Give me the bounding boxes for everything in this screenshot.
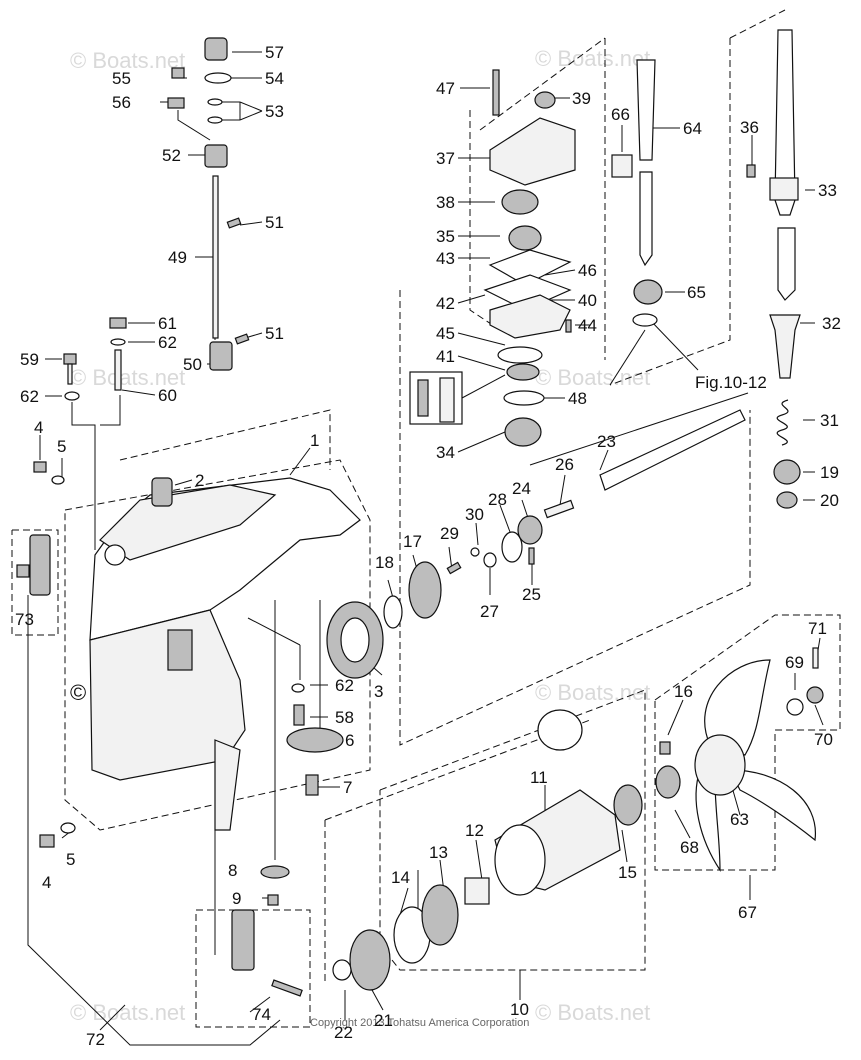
callout-70: 70 — [814, 730, 833, 749]
callout-7: 7 — [343, 778, 352, 797]
callout-4a: 4 — [34, 418, 43, 437]
callout-60: 60 — [158, 386, 177, 405]
callout-29: 29 — [440, 524, 459, 543]
callout-43: 43 — [436, 249, 455, 268]
callout-54: 54 — [265, 69, 284, 88]
watermark: © Boats.net — [70, 1000, 185, 1025]
callout-57: 57 — [265, 43, 284, 62]
watermark: © Boats.net — [535, 680, 650, 705]
callout-42: 42 — [436, 294, 455, 313]
callout-labels: 57 54 55 53 56 52 51 49 61 62 51 50 59 6… — [15, 43, 841, 1049]
callout-19: 19 — [820, 463, 839, 482]
callout-53: 53 — [265, 102, 284, 121]
callout-5a: 5 — [57, 437, 66, 456]
callout-69: 69 — [785, 653, 804, 672]
callout-61: 61 — [158, 314, 177, 333]
callout-15: 15 — [618, 863, 637, 882]
callout-64: 64 — [683, 119, 702, 138]
callout-44: 44 — [578, 316, 597, 335]
propeller-group — [694, 647, 824, 872]
callout-68: 68 — [680, 838, 699, 857]
callout-46: 46 — [578, 261, 597, 280]
callout-25: 25 — [522, 585, 541, 604]
callout-23: 23 — [597, 432, 616, 451]
callout-58: 58 — [335, 708, 354, 727]
callout-8: 8 — [228, 861, 237, 880]
callout-41: 41 — [436, 347, 455, 366]
callout-18: 18 — [375, 553, 394, 572]
callout-35: 35 — [436, 227, 455, 246]
watermark: © Boats.net — [70, 48, 185, 73]
callout-31: 31 — [820, 411, 839, 430]
callout-62a: 62 — [158, 333, 177, 352]
gearcase-group — [332, 709, 681, 991]
callout-10: 10 — [510, 1000, 529, 1019]
hardware-left — [16, 37, 303, 997]
callout-3: 3 — [374, 682, 383, 701]
callout-20: 20 — [820, 491, 839, 510]
callout-6: 6 — [345, 731, 354, 750]
callout-71: 71 — [808, 619, 827, 638]
callout-2: 2 — [195, 471, 204, 490]
callout-22: 22 — [334, 1023, 353, 1042]
callout-9: 9 — [232, 889, 241, 908]
callout-66: 66 — [611, 105, 630, 124]
callout-1: 1 — [310, 431, 319, 450]
drive-shaft-group — [611, 29, 801, 509]
callout-30: 30 — [465, 505, 484, 524]
watermark: © Boats.net — [70, 365, 185, 390]
callout-63: 63 — [730, 810, 749, 829]
callout-62c: 62 — [335, 676, 354, 695]
callout-11: 11 — [530, 768, 548, 787]
callout-51a: 51 — [265, 213, 284, 232]
callout-48: 48 — [568, 389, 587, 408]
callout-52: 52 — [162, 146, 181, 165]
callout-74: 74 — [252, 1005, 271, 1024]
callout-16: 16 — [674, 682, 693, 701]
callout-27: 27 — [480, 602, 499, 621]
callout-65: 65 — [687, 283, 706, 302]
callout-28: 28 — [488, 490, 507, 509]
callout-38: 38 — [436, 193, 455, 212]
callout-37: 37 — [436, 149, 455, 168]
watermark: © Boats.net — [535, 365, 650, 390]
callout-73: 73 — [15, 610, 34, 629]
callout-24: 24 — [512, 479, 531, 498]
watermark: © Boats.net — [535, 1000, 650, 1025]
callout-13: 13 — [429, 843, 448, 862]
callout-39: 39 — [572, 89, 591, 108]
callout-5b: 5 — [66, 850, 75, 869]
hardware-center — [286, 409, 746, 796]
callout-45: 45 — [436, 324, 455, 343]
callout-51b: 51 — [265, 324, 284, 343]
water-pump-group — [409, 69, 576, 447]
callout-26: 26 — [555, 455, 574, 474]
callout-12: 12 — [465, 821, 484, 840]
watermark: © Boats.net — [535, 46, 650, 71]
callout-49: 49 — [168, 248, 187, 267]
callout-56: 56 — [112, 93, 131, 112]
figure-reference: Fig.10-12 — [695, 373, 767, 392]
callout-17: 17 — [403, 532, 422, 551]
callout-4b: 4 — [42, 873, 51, 892]
callout-34: 34 — [436, 443, 455, 462]
callout-14: 14 — [391, 868, 410, 887]
callout-50: 50 — [183, 355, 202, 374]
callout-55: 55 — [112, 69, 131, 88]
callout-21: 21 — [374, 1011, 393, 1030]
callout-32: 32 — [822, 314, 841, 333]
callout-36: 36 — [740, 118, 759, 137]
callout-40: 40 — [578, 291, 597, 310]
callout-62b: 62 — [20, 387, 39, 406]
callout-59: 59 — [20, 350, 39, 369]
lower-unit-case — [89, 477, 361, 831]
callout-72: 72 — [86, 1030, 105, 1049]
callout-67: 67 — [738, 903, 757, 922]
copyright-notice: Copyright 2013 Tohatsu America Corporati… — [310, 1017, 529, 1029]
callout-33: 33 — [818, 181, 837, 200]
callout-47: 47 — [436, 79, 455, 98]
